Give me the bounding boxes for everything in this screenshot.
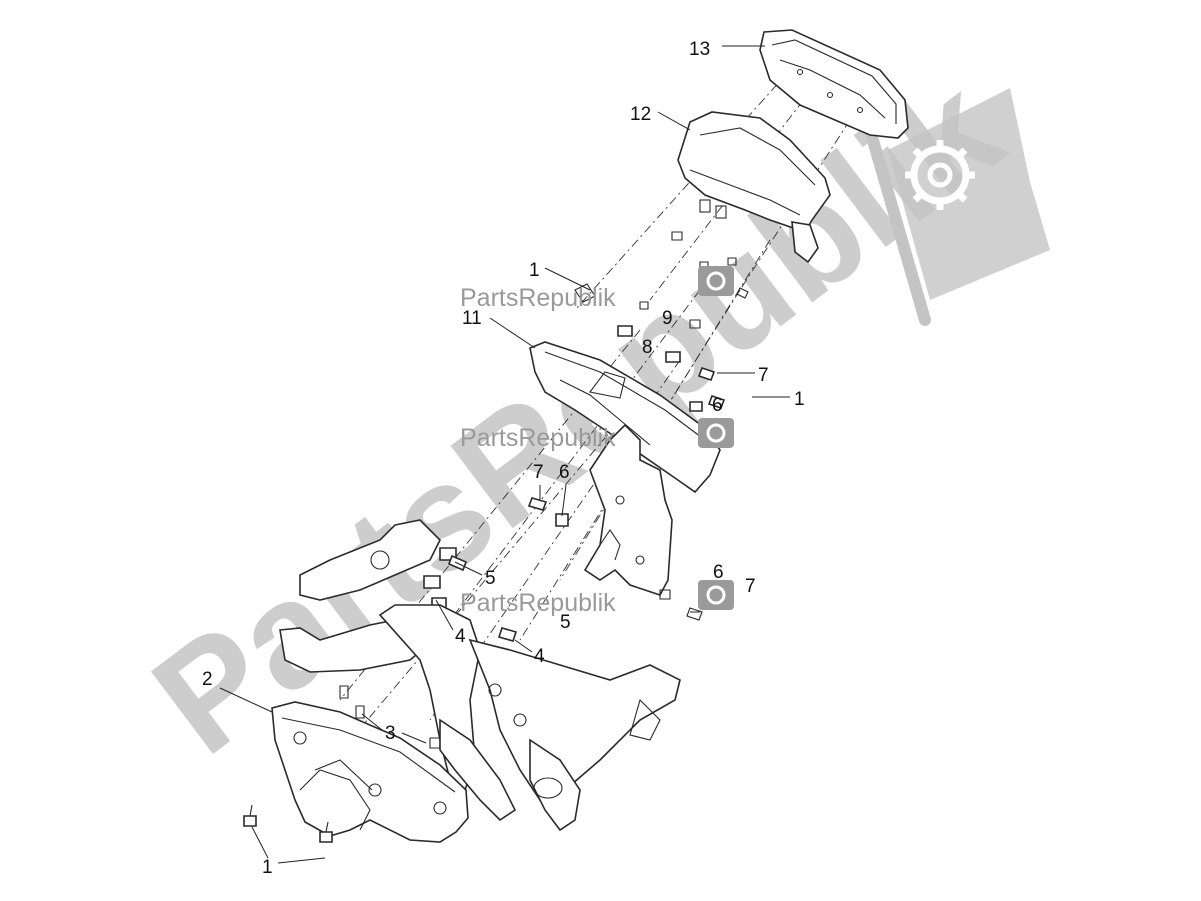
- watermark-badge-2: PartsRepublik: [460, 418, 734, 452]
- callout-8: 8: [642, 337, 653, 358]
- watermark-badge-1: PartsRepublik: [460, 266, 734, 312]
- callout-labels: 13 12 1 9 11 8 7 6 1 7 6 5 6 7 4 5 4 2 3…: [202, 39, 805, 878]
- headlight-cover-part-2: [271, 701, 469, 843]
- callout-3: 3: [385, 723, 396, 744]
- callout-6-upper: 6: [712, 395, 723, 416]
- watermark-badge-3-text: PartsRepublik: [460, 589, 616, 617]
- fasteners-upper: [574, 231, 749, 412]
- callout-7-upper: 7: [758, 365, 769, 386]
- callout-9: 9: [662, 308, 673, 329]
- callout-7-lower: 7: [745, 576, 756, 597]
- callout-5-right: 5: [560, 612, 571, 633]
- callout-leaders: [219, 45, 790, 864]
- gear-icon: [698, 418, 734, 448]
- callout-4-right: 4: [534, 646, 545, 667]
- mounting-bracket: [583, 423, 673, 596]
- callout-7-middle: 7: [533, 462, 544, 483]
- callout-2: 2: [202, 669, 213, 690]
- gear-icon: [698, 580, 734, 610]
- callout-4-left: 4: [455, 626, 466, 647]
- callout-1-upper: 1: [529, 260, 540, 281]
- fasteners-lower: [243, 804, 333, 843]
- front-subframe: [279, 519, 681, 832]
- callout-5-left: 5: [485, 568, 496, 589]
- lower-cover-part-11: [529, 341, 721, 494]
- instrument-housing-part-12: [677, 111, 831, 264]
- callout-1-right: 1: [794, 389, 805, 410]
- callout-6-lower: 6: [713, 562, 724, 583]
- callout-12: 12: [630, 104, 651, 125]
- watermark-badge-2-text: PartsRepublik: [460, 424, 616, 452]
- watermark-gear-logo: [864, 88, 1050, 326]
- watermark-badges: PartsRepublik PartsRepublik PartsRepubli…: [460, 266, 734, 617]
- callout-13: 13: [689, 39, 710, 60]
- callout-11: 11: [462, 308, 482, 329]
- watermark-badge-1-text: PartsRepublik: [460, 284, 616, 312]
- watermark-badge-3: PartsRepublik: [460, 580, 734, 617]
- callout-1-lower: 1: [262, 857, 273, 878]
- gear-icon: [698, 266, 734, 296]
- callout-6-middle: 6: [559, 462, 570, 483]
- instrument-display-part-13: [759, 29, 909, 139]
